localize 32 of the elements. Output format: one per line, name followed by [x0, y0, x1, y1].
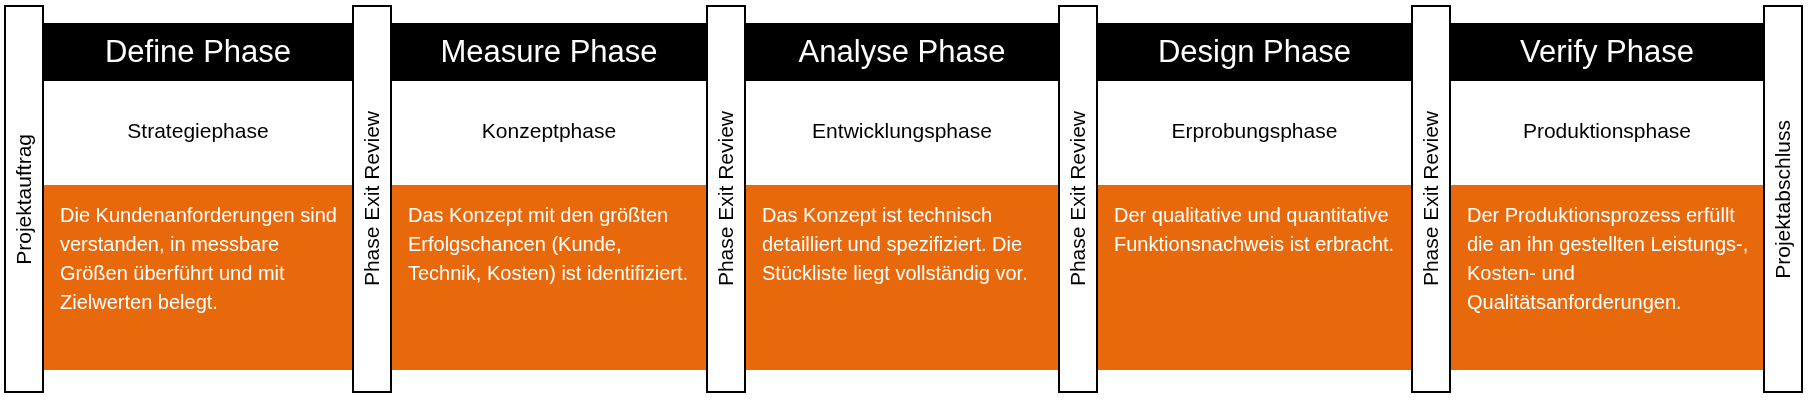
phase-subtitle: Konzeptphase	[481, 119, 617, 143]
phase-title: Measure Phase	[440, 34, 658, 70]
milestone-bar	[352, 5, 392, 393]
phase-header	[42, 23, 354, 81]
phase-title: Define Phase	[104, 34, 292, 70]
phase-description: Das Konzept ist technisch detailliert und spezifiziert. Die Stückliste liegt vollständig vor.	[762, 203, 1029, 286]
milestone-label: Projektauftrag	[12, 133, 36, 265]
phase-header	[1449, 23, 1765, 81]
milestone-label: Phase Exit Review	[1066, 111, 1090, 287]
phase-subtitle: Produktionsphase	[1522, 119, 1692, 143]
milestone-label: Phase Exit Review	[1419, 111, 1443, 287]
phase-description: Die Kundenanforderungen sind verstanden, in messbare Größen überführt und mit Zielwerten belegt.	[60, 203, 338, 315]
milestone-bar	[706, 5, 746, 393]
phase-header	[744, 23, 1060, 81]
milestone-bar	[1058, 5, 1098, 393]
phase-header	[390, 23, 708, 81]
phase-description: Der qualitative und quantitative Funktionsnachweis ist erbracht.	[1114, 203, 1396, 257]
phase-subtitle: Entwicklungsphase	[812, 119, 992, 143]
milestone-label: Phase Exit Review	[714, 111, 738, 287]
milestone-bar	[1763, 5, 1803, 393]
milestone-label: Projektabschluss	[1771, 119, 1795, 279]
phase-subtitle: Strategiephase	[127, 119, 269, 143]
phase-description: Das Konzept mit den größten Erfolgschancen (Kunde, Technik, Kosten) ist identifiziert.	[408, 203, 690, 286]
phase-title: Verify Phase	[1519, 34, 1694, 70]
milestone-label: Phase Exit Review	[360, 111, 384, 287]
milestone-bar	[1411, 5, 1451, 393]
phase-description: Der Produktionsprozess erfüllt die an ihn gestellten Leistungs-, Kosten- und Qualitätsanforderungen.	[1467, 203, 1749, 315]
phase-title: Analyse Phase	[798, 34, 1006, 70]
phase-subtitle: Erprobungsphase	[1171, 119, 1338, 143]
phase-header	[1096, 23, 1413, 81]
phase-title: Design Phase	[1158, 34, 1351, 70]
milestone-bar	[4, 5, 44, 393]
